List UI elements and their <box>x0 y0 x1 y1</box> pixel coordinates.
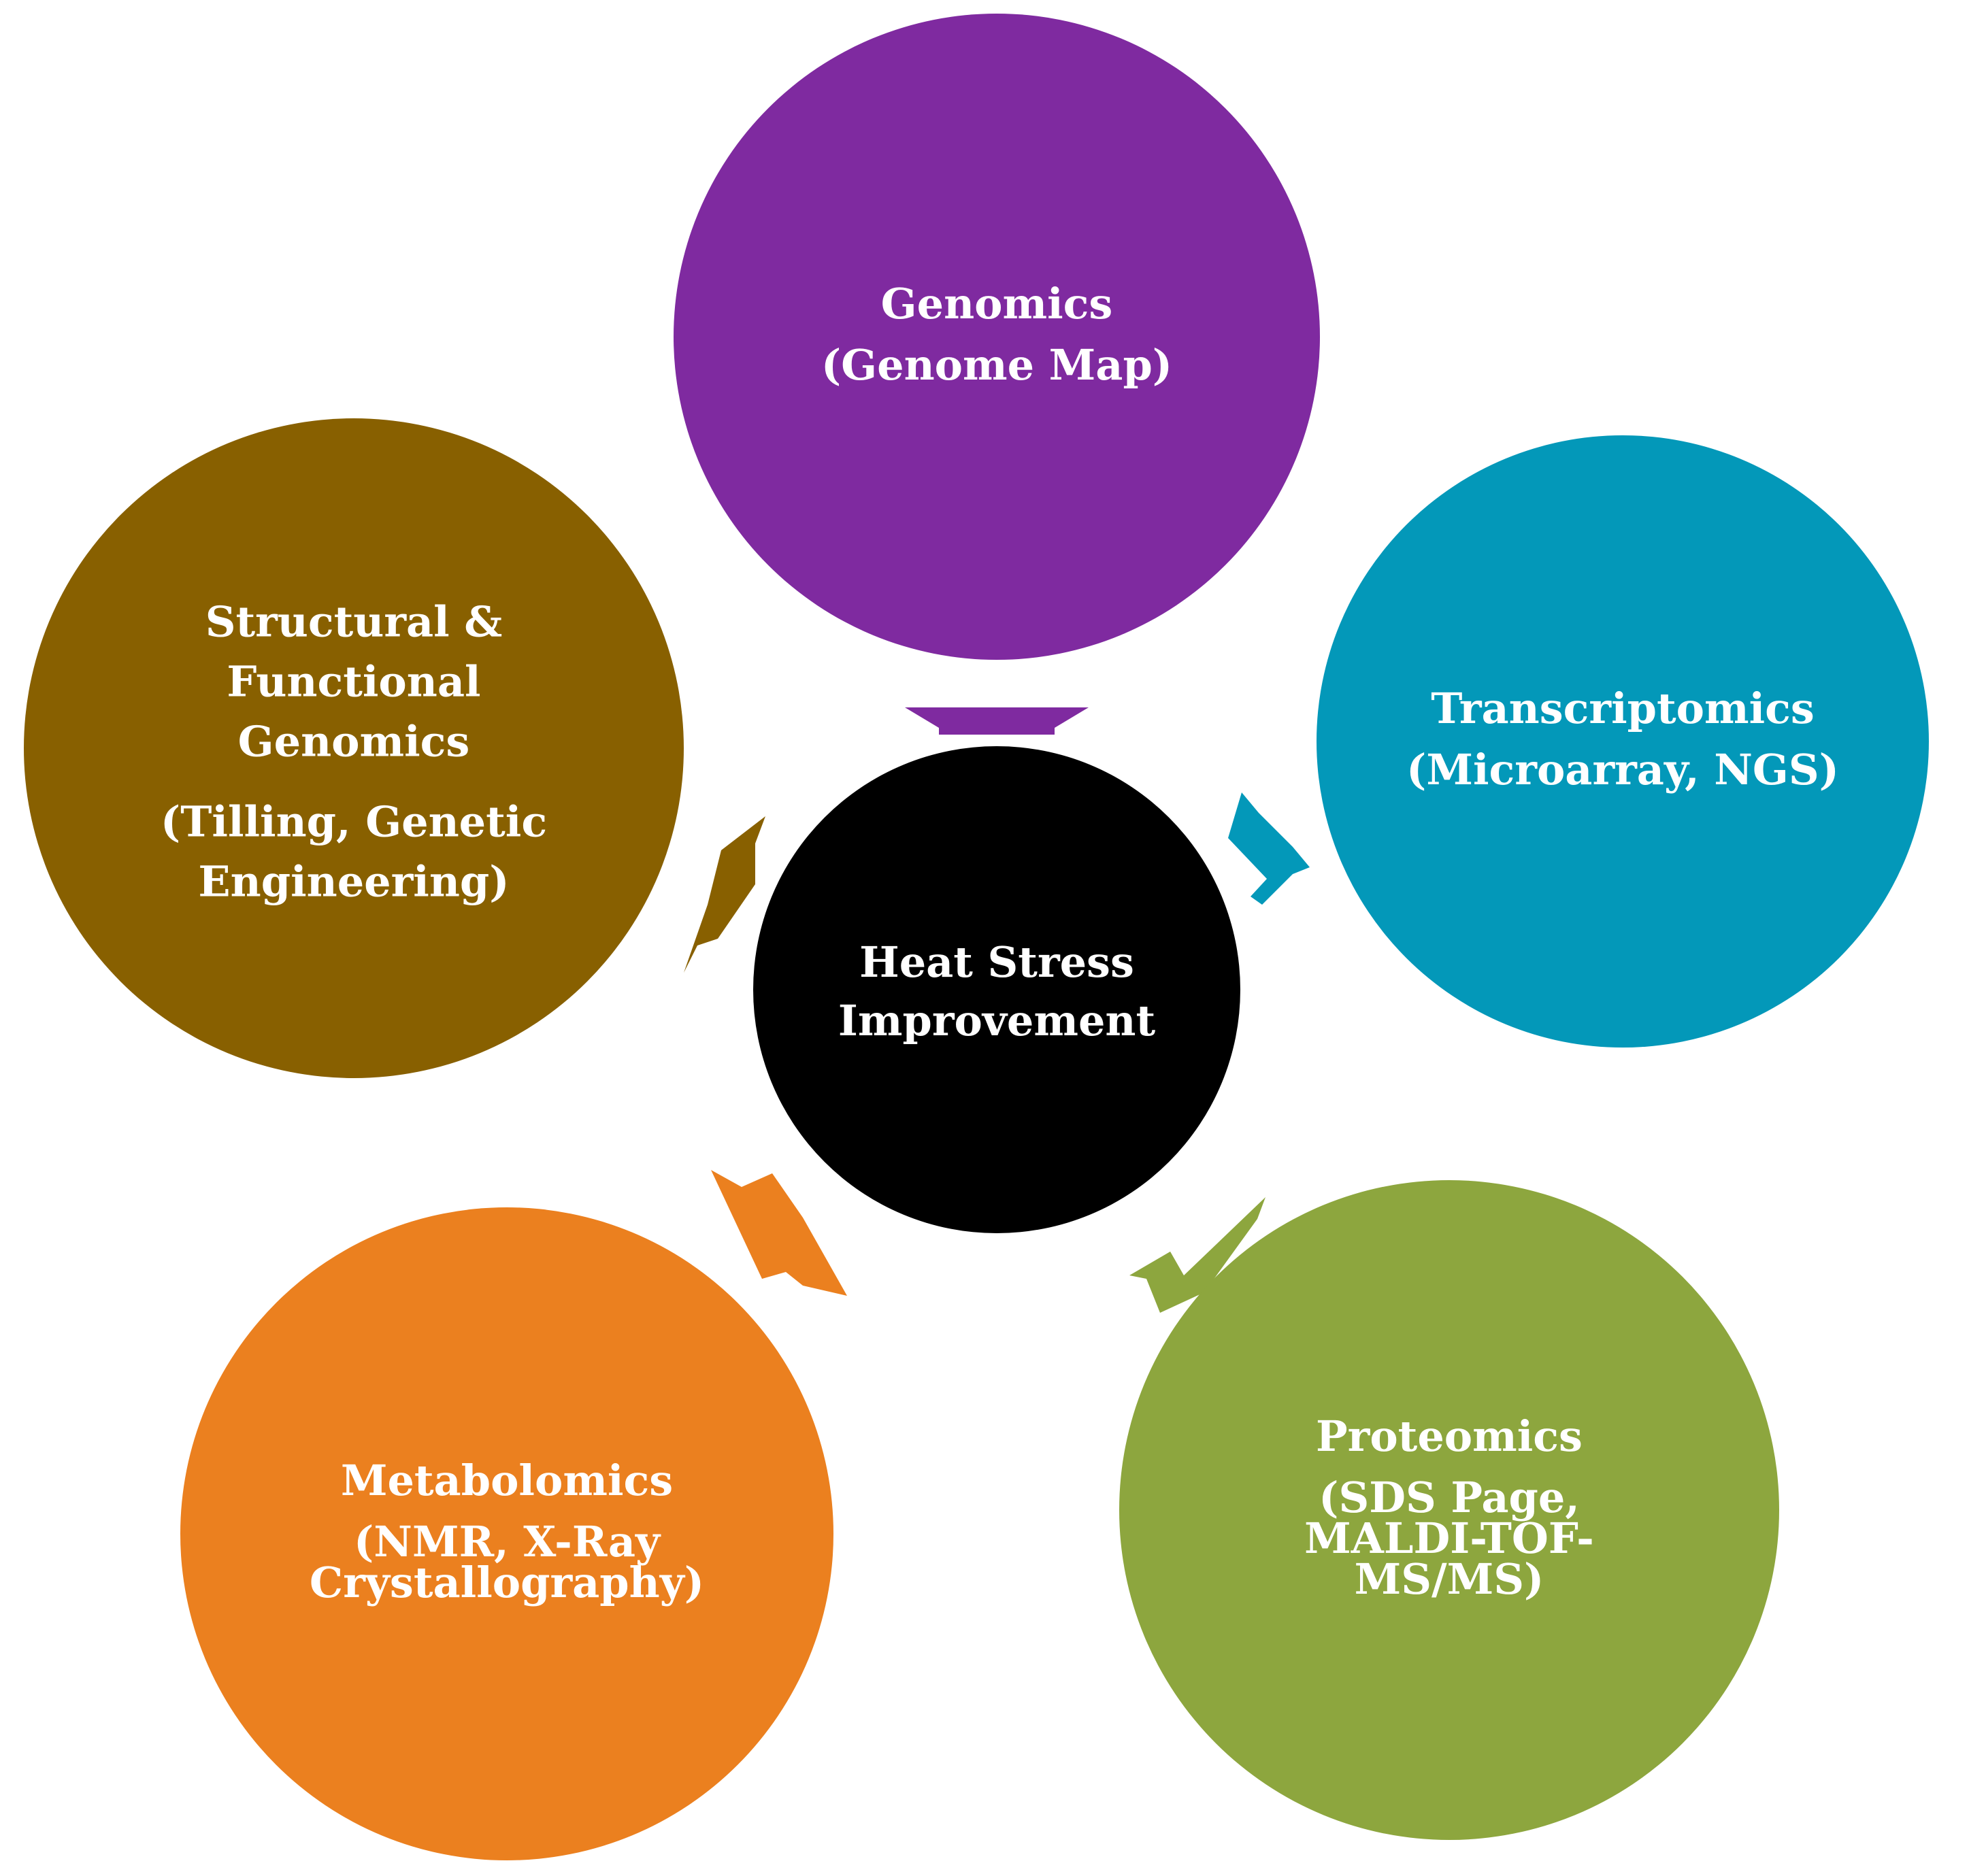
structural-functional-genomics-title-line-2: Functional <box>227 656 480 706</box>
transcriptomics-circle <box>1317 435 1929 1048</box>
structural-functional-genomics-detail-line-2: Engineering) <box>198 856 509 906</box>
genomics-circle <box>674 14 1320 660</box>
metabolomics-detail-line-1: (NMR, X-Ray <box>354 1517 661 1567</box>
proteomics-circle <box>1119 1180 1779 1840</box>
structural-functional-genomics-arrow <box>684 816 765 973</box>
structural-functional-genomics-circle <box>24 418 684 1078</box>
structural-functional-genomics-title-line-1: Structural & <box>205 597 503 646</box>
transcriptomics-title-line-1: Transcriptomics <box>1431 684 1815 733</box>
structural-functional-genomics-title-line-3: Genomics <box>238 716 470 766</box>
genomics-node: Genomics (Genome Map) <box>674 14 1320 660</box>
center-label-line-1: Heat Stress <box>859 937 1134 987</box>
proteomics-detail-line-1: (SDS Page, <box>1319 1473 1580 1522</box>
genomics-arrow <box>905 707 1089 735</box>
metabolomics-circle <box>180 1207 833 1860</box>
structural-functional-genomics-detail-line-1: (Tilling, Genetic <box>161 797 547 846</box>
genomics-detail-line-1: (Genome Map) <box>821 340 1172 390</box>
center-label-line-2: Improvement <box>838 996 1156 1045</box>
metabolomics-title-line-1: Metabolomics <box>341 1456 673 1505</box>
transcriptomics-detail-line-1: (Microarray, NGS) <box>1406 745 1839 794</box>
nodes-layer: Genomics (Genome Map) Transcriptomics (Micr… <box>24 14 1929 1860</box>
proteomics-node: Proteomics (SDS Page,MALDI-TOF-MS/MS) <box>1119 1180 1779 1840</box>
genomics-title-line-1: Genomics <box>881 279 1113 329</box>
proteomics-detail-line-2: MALDI-TOF- <box>1304 1513 1594 1563</box>
proteomics-detail-line-3: MS/MS) <box>1355 1554 1544 1604</box>
transcriptomics-node: Transcriptomics (Microarray, NGS) <box>1317 435 1929 1048</box>
center-circle <box>753 746 1240 1233</box>
metabolomics-arrow <box>711 1170 847 1296</box>
proteomics-arrow <box>1129 1197 1265 1313</box>
center-node: Heat Stress Improvement <box>753 746 1240 1233</box>
arrows-layer <box>684 707 1310 1313</box>
transcriptomics-arrow <box>1228 792 1310 905</box>
proteomics-title-line-1: Proteomics <box>1316 1411 1583 1461</box>
metabolomics-detail-line-2: Crystallography) <box>310 1558 704 1607</box>
